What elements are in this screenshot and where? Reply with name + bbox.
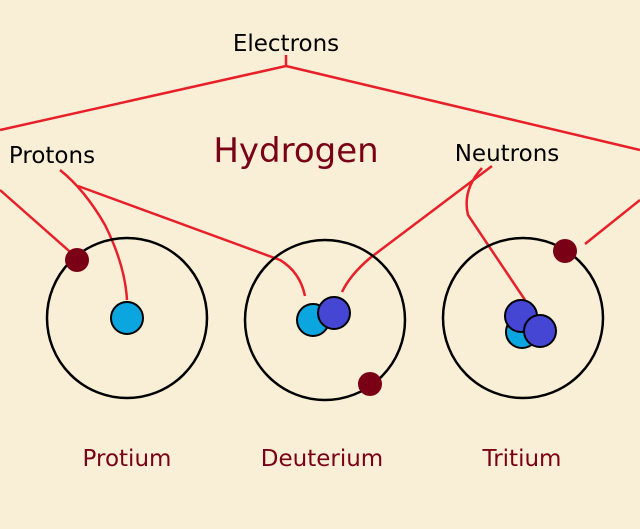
protium-electron <box>65 248 89 272</box>
tritium-orbit <box>441 236 605 400</box>
tritium-electron <box>553 239 577 263</box>
protium-proton <box>110 301 144 335</box>
tritium-neutron-2 <box>523 314 557 348</box>
protons-leader-deuterium <box>77 184 307 297</box>
leader-lines <box>0 55 640 301</box>
electrons-label: Electrons <box>233 31 339 57</box>
protium-orbit <box>45 236 209 400</box>
neutrons-leader-tritium <box>465 167 527 301</box>
protons-label: Protons <box>9 143 95 169</box>
protium-label: Protium <box>83 446 172 472</box>
title: Hydrogen <box>213 131 378 171</box>
tritium-label: Tritium <box>482 446 562 472</box>
electrons-leader <box>0 55 640 259</box>
deuterium-label: Deuterium <box>261 446 383 472</box>
protons-leader-protium <box>59 169 129 301</box>
deuterium-electron <box>358 372 382 396</box>
neutrons-leader-deuterium <box>340 165 493 293</box>
deuterium-orbit <box>243 238 407 402</box>
neutrons-label: Neutrons <box>455 141 560 167</box>
deuterium-neutron <box>317 296 351 330</box>
